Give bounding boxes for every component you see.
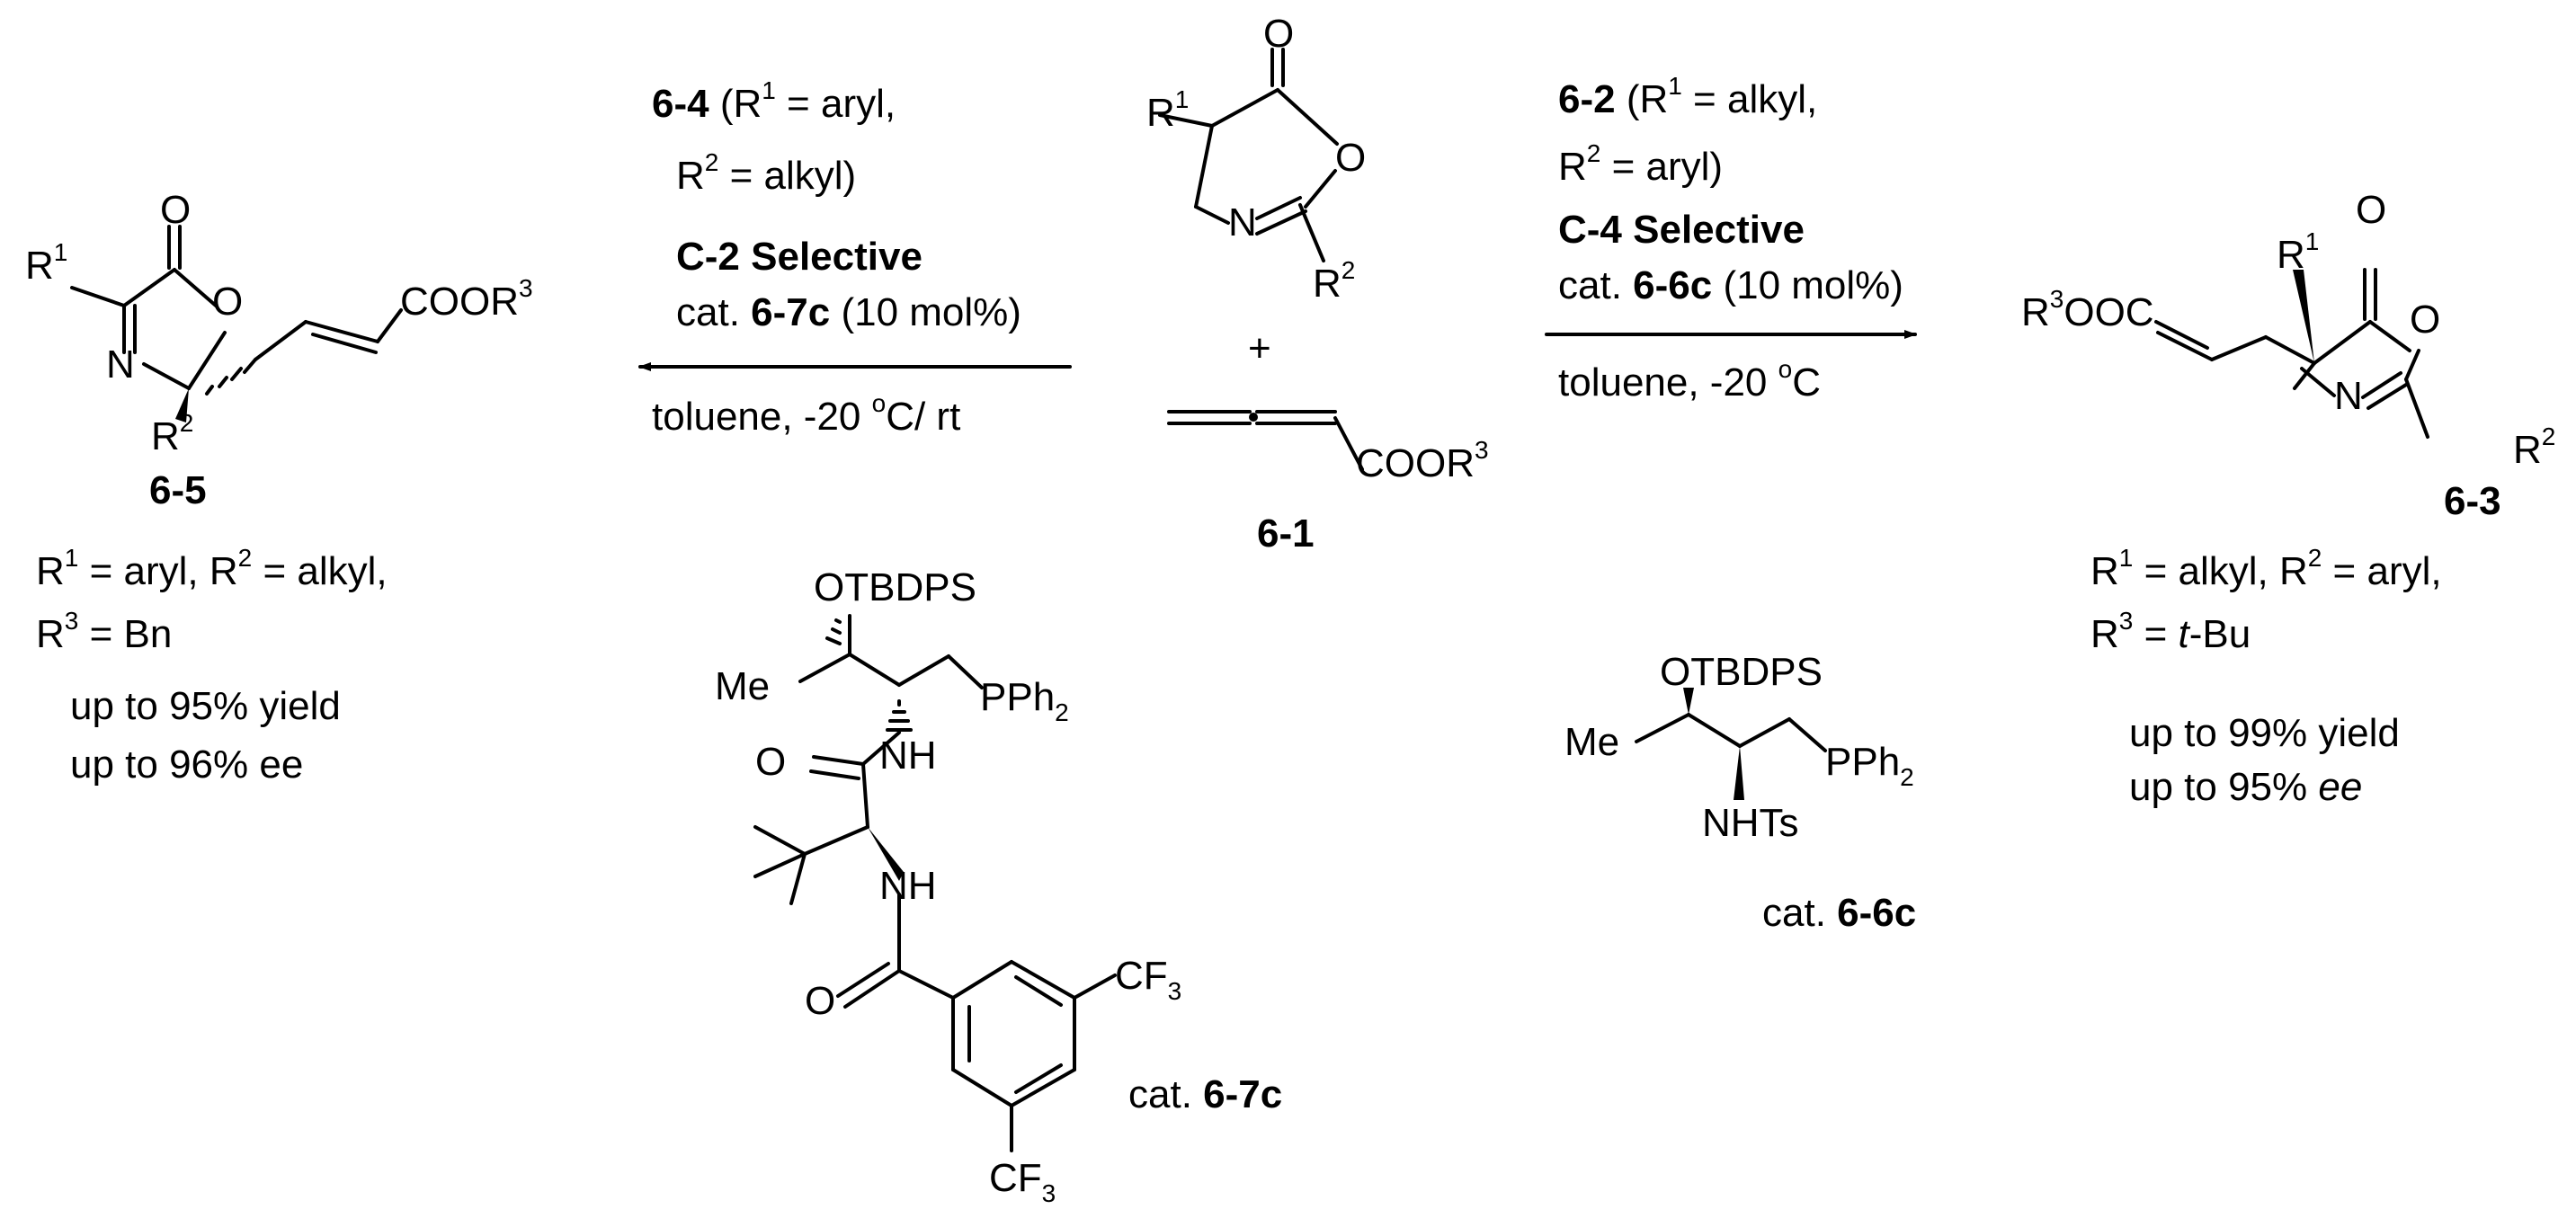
cat-7c-cf3-top: CF3 <box>1115 954 1181 1005</box>
right-reagent-line2: R2 = aryl) <box>1558 139 1723 189</box>
cat-7c-nh-amide: NH <box>879 734 937 778</box>
left-product-substituents-line2: R3 = Bn <box>36 607 172 656</box>
left-product-ring-o: O <box>212 280 243 324</box>
cat-6c-otbdps: OTBDPS <box>1660 650 1823 694</box>
left-product-ester: COOR3 <box>400 274 533 324</box>
right-product-r2: R2 <box>2513 422 2555 472</box>
right-selectivity: C-4 Selective <box>1558 208 1805 252</box>
right-product-yield: up to 99% yield <box>2129 711 2400 755</box>
center-ester: COOR3 <box>1356 436 1489 485</box>
cat-7c-carbonyl-o2: O <box>805 979 835 1023</box>
right-product-ester: R3OOC <box>2021 285 2154 334</box>
left-selectivity: C-2 Selective <box>676 235 923 279</box>
allenoate-structure <box>1167 410 1364 471</box>
left-reagent-line2: R2 = alkyl) <box>676 148 856 198</box>
left-product-structure <box>70 225 403 422</box>
right-product-substituents-line2: R3 = t-Bu <box>2090 607 2251 656</box>
center-ring-n: N <box>1228 200 1257 245</box>
center-ring-o: O <box>1335 136 1366 180</box>
cat-7c-carbonyl-o1: O <box>755 740 786 784</box>
plus-sign: + <box>1248 326 1271 370</box>
cat-6c-pph2: PPh2 <box>1825 740 1914 791</box>
right-product-carbonyl-o: O <box>2356 188 2386 232</box>
left-product-substituents-line1: R1 = aryl, R2 = alkyl, <box>36 544 388 593</box>
left-product-carbonyl-o: O <box>160 188 191 232</box>
cat-7c-nh-benzamide: NH <box>879 864 937 908</box>
right-product-substituents-line1: R1 = alkyl, R2 = aryl, <box>2090 544 2442 593</box>
center-r1: R1 <box>1146 85 1189 135</box>
right-reagent-line1: 6-2 (R1 = alkyl, <box>1558 72 1817 121</box>
catalyst-6-7c-label: cat. 6-7c <box>1128 1072 1282 1116</box>
left-reagent-line1: 6-4 (R1 = aryl, <box>652 76 896 126</box>
right-product-ee: up to 95% ee <box>2129 765 2362 809</box>
catalyst-6-7c-structure <box>753 614 1117 1152</box>
center-r2: R2 <box>1313 256 1355 306</box>
allene-center-dot <box>1249 413 1258 422</box>
left-product-r2: R2 <box>151 409 193 458</box>
cat-7c-me: Me <box>715 664 770 708</box>
cat-7c-pph2: PPh2 <box>980 675 1069 726</box>
compound-6-1-label: 6-1 <box>1257 511 1315 556</box>
compound-6-3-label: 6-3 <box>2444 479 2501 523</box>
catalyst-6-6c-label: cat. 6-6c <box>1762 891 1916 935</box>
center-carbonyl-o: O <box>1263 12 1294 56</box>
right-product-structure <box>2154 268 2429 439</box>
catalyst-6-6c-structure <box>1635 688 1827 800</box>
cat-6c-nhts: NHTs <box>1702 801 1799 845</box>
left-catalyst-loading: cat. 6-7c (10 mol%) <box>676 290 1021 334</box>
right-product-ring-o: O <box>2410 298 2440 342</box>
cat-7c-cf3-bottom: CF3 <box>989 1156 1056 1207</box>
left-product-r1: R1 <box>25 238 67 288</box>
left-product-ee: up to 96% ee <box>70 742 303 787</box>
compound-6-5-label: 6-5 <box>149 468 207 512</box>
right-conditions: toluene, -20 oC <box>1558 355 1821 405</box>
left-product-ring-n: N <box>106 342 135 387</box>
right-product-r1: R1 <box>2277 227 2319 277</box>
right-product-ring-n: N <box>2334 374 2363 418</box>
left-conditions: toluene, -20 oC/ rt <box>652 389 960 439</box>
cat-7c-otbdps: OTBDPS <box>814 565 976 609</box>
cat-6c-me: Me <box>1564 720 1619 764</box>
left-product-yield: up to 95% yield <box>70 684 341 728</box>
right-catalyst-loading: cat. 6-6c (10 mol%) <box>1558 263 1903 307</box>
center-oxazolone-structure <box>1158 48 1339 262</box>
